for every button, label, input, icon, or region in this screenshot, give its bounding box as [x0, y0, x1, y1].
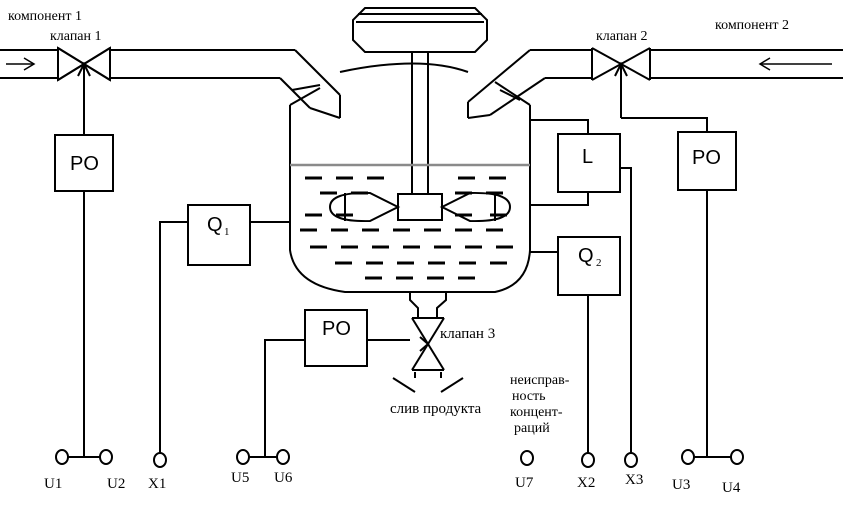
component1-label: компонент 1: [8, 9, 82, 24]
q1-label: Q: [207, 214, 223, 236]
right-inlet-pipe: [467, 49, 843, 119]
mixer-motor: [352, 7, 488, 53]
u3-label: U3: [672, 477, 690, 493]
valve1-symbol: [57, 46, 111, 90]
q2-subscript: 2: [596, 257, 602, 269]
level-sensor-block: [557, 133, 621, 193]
level-sensor-label: L: [582, 146, 593, 168]
valve3-label: клапан 3: [440, 326, 495, 342]
terminal-u3[interactable]: [681, 449, 695, 465]
fault-label-line3: концент-: [510, 405, 563, 420]
left-inlet-pipe: [0, 49, 341, 119]
inlet-arrow-left: [6, 57, 36, 71]
ro-left-label: PO: [70, 153, 99, 175]
terminal-x1[interactable]: [153, 452, 167, 468]
component2-label: компонент 2: [715, 18, 789, 33]
fault-label-line4: раций: [514, 421, 550, 436]
level-bottom-line: [530, 192, 589, 206]
inlet-arrow-right: [758, 57, 832, 71]
valve2-label: клапан 2: [596, 29, 648, 44]
q2-label: Q: [578, 245, 594, 267]
drain-label: слив продукта: [390, 401, 482, 417]
terminal-u2[interactable]: [99, 449, 113, 465]
terminal-x2[interactable]: [581, 452, 595, 468]
x1-label: X1: [148, 476, 166, 492]
u2-label: U2: [107, 476, 125, 492]
terminal-u1[interactable]: [55, 449, 69, 465]
ro-bottom-signal-line: [264, 339, 305, 456]
ro-right-to-valve2-line: [621, 117, 708, 132]
ro-right-label: PO: [692, 147, 721, 169]
q1-block: [187, 204, 251, 266]
u4-label: U4: [722, 480, 741, 496]
terminal-u5[interactable]: [236, 449, 250, 465]
level-top-line: [530, 119, 589, 134]
ro-bottom-block: [304, 309, 368, 367]
ro-bottom-label: PO: [322, 318, 351, 340]
reactor-vessel: [289, 62, 531, 293]
drain-outlet: [392, 372, 464, 393]
x2-label: X2: [577, 475, 595, 491]
u5-label: U5: [231, 470, 249, 486]
u7-label: U7: [515, 475, 534, 491]
terminal-x3[interactable]: [624, 452, 638, 468]
x3-label: X3: [625, 472, 643, 488]
fault-label-line2: ность: [512, 389, 546, 404]
q1-subscript: 1: [224, 226, 230, 238]
fault-label-line1: неисправ-: [510, 373, 570, 388]
u6-label: U6: [274, 470, 293, 486]
mixer-shaft: [411, 52, 429, 195]
valve3-symbol: [411, 317, 445, 371]
valve2-symbol: [591, 47, 651, 118]
impeller: [328, 191, 512, 223]
terminal-u7[interactable]: [520, 450, 534, 466]
valve1-label: клапан 1: [50, 29, 102, 44]
level-signal-line: [620, 167, 632, 456]
terminal-u6[interactable]: [276, 449, 290, 465]
terminal-u4[interactable]: [730, 449, 744, 465]
u1-label: U1: [44, 476, 62, 492]
drain-pipe: [409, 292, 447, 318]
q1-signal-line: [159, 221, 188, 456]
ro-left-block: [54, 134, 114, 192]
